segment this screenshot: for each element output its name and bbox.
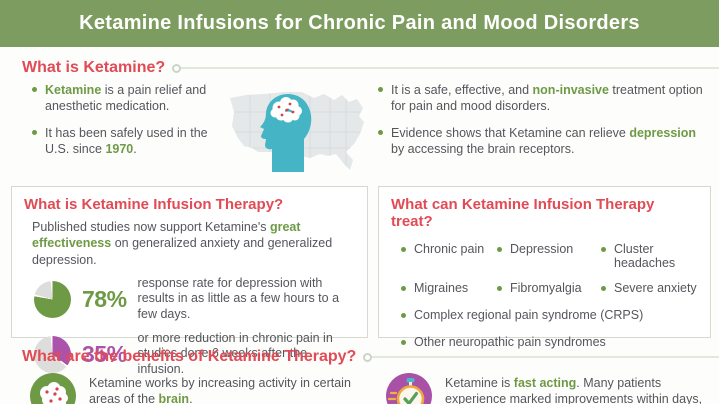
treat-item: Severe anxiety — [601, 281, 698, 295]
highlight-text: Ketamine — [45, 83, 102, 97]
infusion-therapy-box: What is Ketamine Infusion Therapy? Publi… — [11, 186, 368, 376]
rule-line — [181, 67, 719, 69]
bullet-text: It has been safely used in the U.S. sinc… — [45, 126, 208, 156]
bullet-item: It is a safe, effective, and non-invasiv… — [378, 82, 703, 114]
what-is-body: Ketamine is a pain relief and anesthetic… — [0, 82, 719, 182]
bullet-item: Ketamine is a pain relief and anesthetic… — [32, 82, 222, 114]
bullet-text: treatment option for pain and mood disor… — [391, 83, 703, 113]
infographic-title: Ketamine Infusions for Chronic Pain and … — [79, 12, 640, 34]
what-is-right-column: It is a safe, effective, and non-invasiv… — [366, 82, 719, 182]
stat-row-pain: 35% or more reduction in chronic pain in… — [24, 331, 355, 378]
box-heading: What can Ketamine Infusion Therapy treat… — [391, 196, 655, 230]
section-heading-row: What is Ketamine? — [0, 59, 719, 77]
highlight-text: non-invasive — [532, 83, 609, 97]
rule-dot — [172, 63, 182, 73]
benefit-fast-acting: Ketamine is fast acting. Many patients e… — [386, 373, 719, 404]
intro-text: on generalized anxiety and generalized d… — [32, 236, 333, 267]
highlight-text: 1970 — [105, 142, 134, 156]
treat-item: Cluster headaches — [601, 242, 698, 270]
title-bar: Ketamine Infusions for Chronic Pain and … — [0, 0, 719, 47]
highlight-text: great effectiveness — [32, 220, 301, 251]
highlight-text: brain — [158, 392, 190, 404]
intro-text: Published studies now support Ketamine's — [32, 220, 270, 234]
section-heading: What are the benefits of Ketamine Therap… — [22, 348, 357, 365]
box-heading: What is Ketamine Infusion Therapy? — [24, 196, 284, 213]
section-benefits: What are the benefits of Ketamine Therap… — [0, 348, 719, 404]
section-what-is-ketamine: What is Ketamine? Ketamine is a pain rel… — [0, 59, 719, 182]
bullet-text: . — [133, 142, 137, 156]
treat-wide-list: Complex regional pain syndrome (CRPS) Ot… — [401, 308, 698, 349]
benefit-text-part: . — [189, 392, 193, 404]
section-heading-row: What are the benefits of Ketamine Therap… — [0, 348, 719, 366]
stat-row-depression: 78% response rate for depression with re… — [24, 276, 355, 323]
treat-item: Chronic pain — [401, 242, 497, 270]
benefit-text-part: Ketamine is — [445, 376, 514, 390]
benefit-text: Ketamine is fast acting. Many patients e… — [445, 375, 705, 404]
bullet-text: Evidence shows that Ketamine can relieve — [391, 126, 630, 140]
treat-box: What can Ketamine Infusion Therapy treat… — [378, 186, 711, 349]
benefit-text-part: Ketamine works by increasing activity in… — [89, 376, 351, 404]
info-boxes-row: What is Ketamine Infusion Therapy? Publi… — [11, 186, 711, 376]
treat-item: Fibromyalgia — [497, 281, 601, 295]
brain-icon — [30, 373, 76, 404]
treat-item: Complex regional pain syndrome (CRPS) — [401, 308, 698, 322]
rule-dot — [363, 352, 373, 362]
bullet-item: Evidence shows that Ketamine can relieve… — [378, 125, 703, 157]
pie-chart-78 — [34, 280, 71, 318]
what-is-left-column: Ketamine is a pain relief and anesthetic… — [0, 82, 226, 182]
head-brain-icon — [260, 94, 312, 172]
stat-text: or more reduction in chronic pain in stu… — [137, 330, 333, 376]
treat-grid: Chronic pain Depression Cluster headache… — [401, 242, 698, 295]
therapy-intro: Published studies now support Ketamine's… — [24, 219, 355, 268]
stat-value: 35% — [82, 340, 127, 367]
bullet-text: by accessing the brain receptors. — [391, 142, 575, 156]
rule-line — [372, 356, 719, 358]
treat-item: Depression — [497, 242, 601, 270]
pie-chart-35 — [34, 335, 71, 373]
stat-value: 78% — [82, 285, 127, 312]
highlight-text: depression — [629, 126, 697, 140]
benefit-brain: Ketamine works by increasing activity in… — [30, 373, 360, 404]
benefit-items: Ketamine works by increasing activity in… — [0, 373, 719, 404]
stopwatch-icon — [386, 373, 432, 404]
bullet-item: It has been safely used in the U.S. sinc… — [32, 125, 222, 157]
treat-item: Other neuropathic pain syndromes — [401, 335, 698, 349]
bullet-text: is a pain relief and anesthetic medicati… — [45, 83, 207, 113]
treat-item: Migraines — [401, 281, 497, 295]
benefit-text: Ketamine works by increasing activity in… — [89, 375, 360, 404]
bullet-text: It is a safe, effective, and — [391, 83, 533, 97]
benefit-text-part: . Many patients experience marked improv… — [445, 376, 703, 404]
us-map-icon — [230, 92, 364, 172]
stat-text: response rate for depression with result… — [137, 275, 340, 321]
highlight-text: fast acting — [513, 376, 577, 390]
section-heading: What is Ketamine? — [22, 59, 166, 76]
us-map-head-graphic — [226, 82, 366, 182]
